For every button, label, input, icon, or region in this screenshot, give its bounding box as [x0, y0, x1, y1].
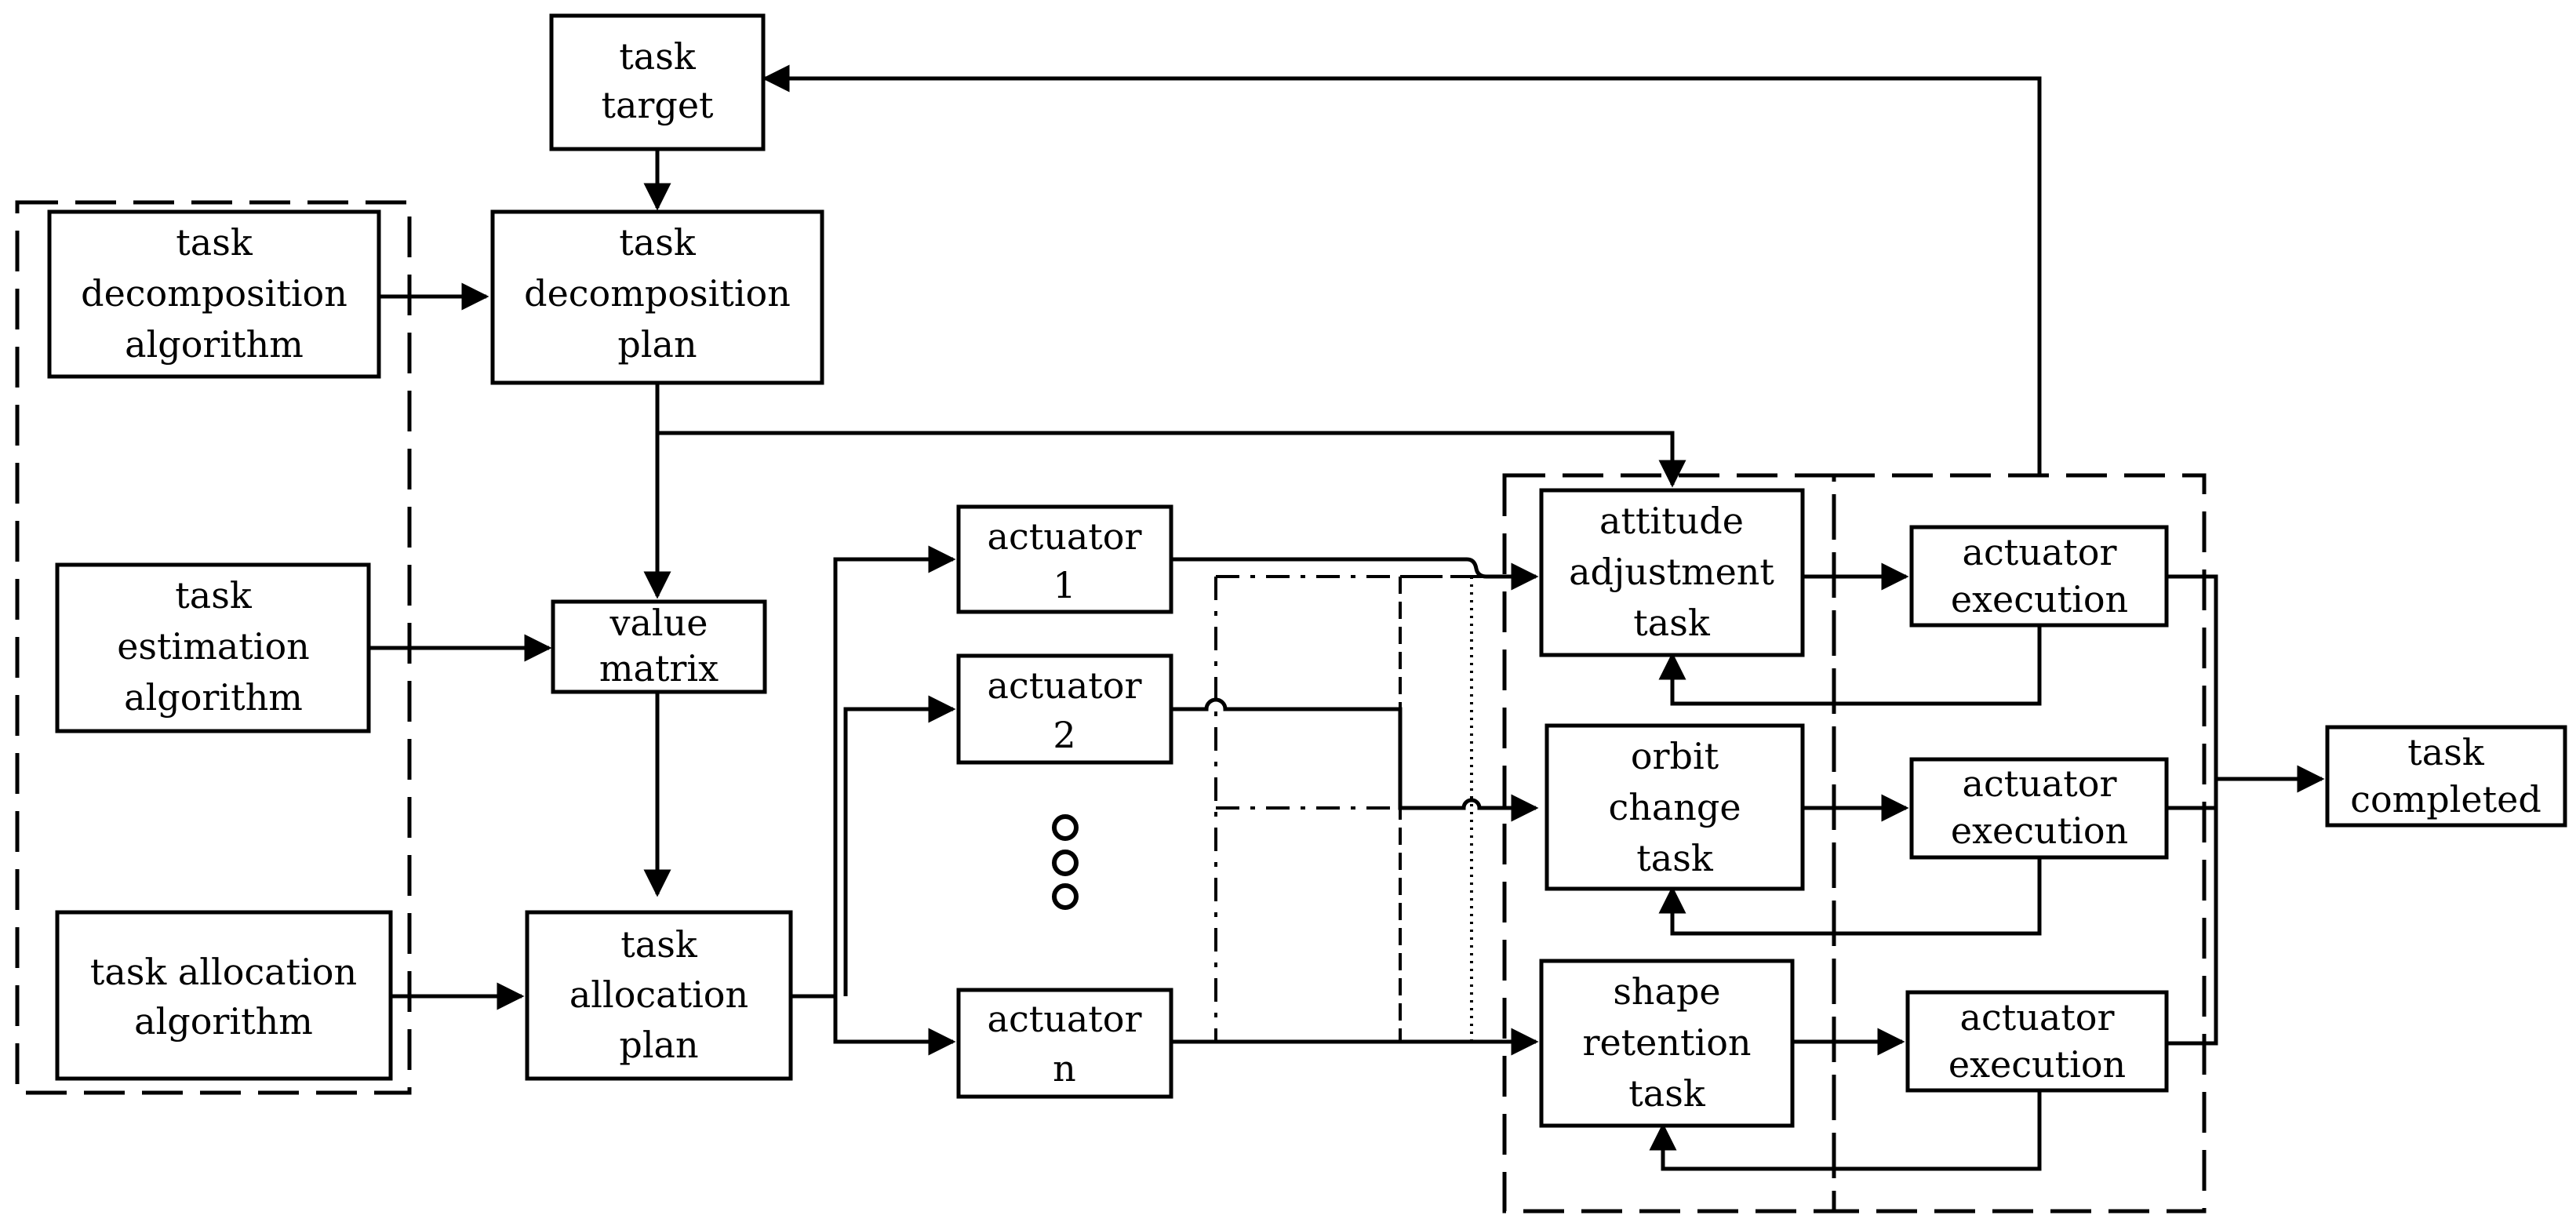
box-label: task [619, 221, 697, 264]
arrow-actuator-2-to-orbit-task [1171, 697, 1539, 822]
arrow-decomp-plan-to-attitude-task [657, 431, 1686, 488]
box-label: task [1633, 602, 1711, 644]
box-label: actuator [1963, 762, 2117, 805]
shape-retention-task-box: shape retention task [1539, 959, 1795, 1128]
arrow-allocation-to-actuator-2 [843, 695, 956, 996]
box-label: task [620, 923, 698, 966]
arrow-actuator-1-to-attitude-task [1171, 557, 1539, 591]
execution-outputs-merge-line [2167, 574, 2218, 1046]
task-allocation-plan-box: task allocation plan [525, 910, 793, 1081]
value-matrix-box: value matrix [551, 599, 767, 694]
execution-group-boundary [1832, 473, 2207, 1214]
box-label: decomposition [81, 272, 347, 315]
actuator-execution-1-box: actuator execution [1909, 525, 2169, 628]
box-label: actuator [1963, 531, 2117, 573]
box-label: retention [1582, 1021, 1751, 1064]
box-label: plan [617, 323, 697, 366]
box-label: task [619, 35, 697, 78]
feedback-execution-to-task-target [762, 64, 2042, 475]
box-label: estimation [117, 625, 310, 668]
box-label: task [2407, 731, 2485, 773]
box-label: value [609, 602, 708, 644]
task-decomposition-plan-box: task decomposition plan [490, 209, 824, 385]
feedback-execution-3-to-shape [1649, 1090, 2042, 1171]
actuator-2-box: actuator 2 [956, 653, 1173, 765]
box-label: orbit [1631, 735, 1719, 777]
box-label: execution [1951, 578, 2128, 620]
box-label: decomposition [524, 272, 791, 315]
box-label: 1 [1053, 564, 1075, 606]
box-label: algorithm [134, 1000, 313, 1043]
task-completed-box: task completed [2325, 725, 2567, 828]
box-label: n [1053, 1047, 1076, 1090]
actuator-execution-2-box: actuator execution [1909, 757, 2169, 860]
box-label: algorithm [125, 323, 304, 366]
box-label: algorithm [124, 676, 303, 719]
box-label: 2 [1053, 714, 1075, 756]
box-label: task allocation [90, 951, 357, 993]
box-label: actuator [988, 515, 1142, 558]
box-label: adjustment [1569, 551, 1774, 593]
task-allocation-algorithm-box: task allocation algorithm [55, 910, 393, 1081]
feedback-execution-2-to-orbit [1658, 857, 2042, 936]
orbit-change-task-box: orbit change task [1545, 723, 1805, 891]
box-label: actuator [1960, 996, 2115, 1039]
box-label: task [1628, 1072, 1706, 1115]
box-label: plan [619, 1024, 698, 1066]
actuator-n-box: actuator n [956, 988, 1173, 1099]
actuator-1-box: actuator 1 [956, 504, 1173, 614]
box-label: task [1636, 837, 1714, 879]
box-label: target [601, 84, 714, 126]
box-label: execution [1951, 810, 2128, 852]
box-label: matrix [599, 647, 719, 690]
box-label: task [176, 221, 253, 264]
box-label: task [175, 574, 253, 617]
box-label: completed [2350, 778, 2541, 821]
task-estimation-algorithm-box: task estimation algorithm [55, 562, 371, 733]
attitude-adjustment-task-box: attitude adjustment task [1539, 488, 1805, 657]
box-label: shape [1613, 970, 1720, 1013]
box-label: actuator [988, 998, 1142, 1040]
actuator-execution-3-box: actuator execution [1905, 990, 2169, 1093]
arrow-allocation-to-actuator-n [833, 996, 956, 1056]
arrow-allocation-to-actuator-1 [833, 545, 956, 996]
box-label: execution [1948, 1043, 2126, 1086]
actuator-ellipsis [1052, 814, 1079, 910]
box-label: change [1608, 786, 1741, 828]
box-label: allocation [569, 973, 748, 1016]
task-types-group-boundary [1502, 473, 1836, 1214]
task-target-box: task target [549, 13, 766, 151]
box-label: actuator [988, 664, 1142, 707]
task-decomposition-algorithm-box: task decomposition algorithm [47, 209, 381, 379]
box-label: attitude [1599, 500, 1744, 542]
feedback-execution-1-to-attitude [1658, 625, 2042, 706]
